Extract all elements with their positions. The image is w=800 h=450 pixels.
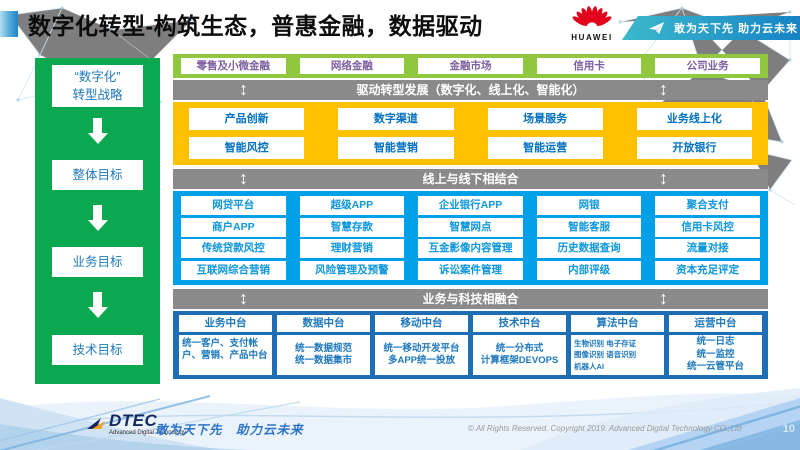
divider-text: 业务与科技相融合 xyxy=(422,292,519,306)
platform-body: 统一分布式 计算框架DEVOPS xyxy=(473,335,566,375)
strategy-sidebar: “数字化” 转型战略 整体目标 业务目标 技术目标 xyxy=(35,58,160,384)
capability-box: 智慧存款 xyxy=(299,217,405,237)
page-number: 10 xyxy=(782,423,795,435)
platform-section: 业务中台 统一客户、支付帐户、营销、产品中台 数据中台 统一数据规范 统一数据集… xyxy=(173,311,768,379)
capability-box: 网贷平台 xyxy=(181,196,286,215)
transform-box: 业务线上化 xyxy=(636,108,752,130)
capability-box: 风险管理及预警 xyxy=(299,260,405,280)
platform-column-algorithm: 算法中台 生物识别 电子存证 图像识别 语音识别 机器人AI xyxy=(571,315,664,375)
platform-title: 算法中台 xyxy=(571,315,664,332)
capability-box: 诉讼案件管理 xyxy=(418,260,523,280)
divider-text: 驱动转型发展（数字化、线上化、智能化） xyxy=(356,83,585,97)
capability-row: 商户APP 智慧存款 智慧网点 智能客服 信用卡风控 xyxy=(181,217,760,237)
up-down-arrow-icon xyxy=(239,166,248,190)
transform-box: 数字渠道 xyxy=(338,108,454,130)
platform-column-mobile: 移动中台 统一移动开发平台 多APP统一投放 xyxy=(375,315,468,375)
capability-box: 智慧网点 xyxy=(418,217,523,237)
sidebar-item-strategy: “数字化” 转型战略 xyxy=(52,65,143,107)
footer-slogan: 敢为天下先 助力云未来 xyxy=(155,423,304,437)
platform-title: 运营中台 xyxy=(669,315,762,332)
platform-column-business: 业务中台 统一客户、支付帐户、营销、产品中台 xyxy=(179,315,272,375)
business-line-box: 金融市场 xyxy=(418,58,523,74)
business-line-box: 网络金融 xyxy=(299,58,405,74)
slogan-banner: 敢为天下先 助力云未来 xyxy=(622,16,800,40)
up-down-arrow-icon xyxy=(239,77,248,101)
platform-body: 统一日志 统一监控 统一云管平台 xyxy=(669,335,762,375)
page-title: 数字化转型-构筑生态，普惠金融，数据驱动 xyxy=(28,13,483,39)
down-arrow-icon xyxy=(87,118,108,144)
capability-box: 互金影像内容管理 xyxy=(418,239,523,259)
capability-box: 商户APP xyxy=(181,217,286,237)
platform-column-tech: 技术中台 统一分布式 计算框架DEVOPS xyxy=(473,315,566,375)
capability-box: 理财营销 xyxy=(299,239,405,259)
capability-box: 网银 xyxy=(536,196,642,215)
capability-box: 资本充足评定 xyxy=(655,260,760,280)
platform-body: 统一数据规范 统一数据集市 xyxy=(277,335,370,375)
capability-box: 历史数据查询 xyxy=(536,239,642,259)
platform-title: 技术中台 xyxy=(473,315,566,332)
transform-box: 智能风控 xyxy=(189,137,305,159)
capability-row: 互联网综合营销 风险管理及预警 诉讼案件管理 内部评级 资本充足评定 xyxy=(181,260,760,280)
capability-box: 聚合支付 xyxy=(655,196,760,215)
divider-text: 线上与线下相结合 xyxy=(422,172,519,186)
business-line-box: 零售及小微金融 xyxy=(181,58,286,74)
divider-business-tech: 业务与科技相融合 xyxy=(173,289,768,309)
dtec-wordmark: DTEC xyxy=(109,411,158,430)
business-lines-row: 零售及小微金融 网络金融 金融市场 信用卡 公司业务 xyxy=(173,54,768,78)
capability-row: 网贷平台 超级APP 企业银行APP 网银 聚合支付 xyxy=(181,196,760,215)
title-accent-tab xyxy=(0,11,18,37)
huawei-logo: HUAWEI xyxy=(561,3,623,42)
platform-column-data: 数据中台 统一数据规范 统一数据集市 xyxy=(277,315,370,375)
business-line-box: 公司业务 xyxy=(655,58,760,74)
up-down-arrow-icon xyxy=(239,286,248,310)
sidebar-item-tech-goal: 技术目标 xyxy=(52,335,143,365)
platform-title: 数据中台 xyxy=(277,315,370,332)
transform-row: 智能风控 智能营销 智能运营 开放银行 xyxy=(189,137,752,159)
capability-section: 网贷平台 超级APP 企业银行APP 网银 聚合支付 商户APP 智慧存款 智慧… xyxy=(173,191,768,285)
platform-body: 生物识别 电子存证 图像识别 语音识别 机器人AI xyxy=(571,335,664,375)
transform-row: 产品创新 数字渠道 场景服务 业务线上化 xyxy=(189,108,752,130)
down-arrow-icon xyxy=(87,292,108,318)
capability-box: 智能客服 xyxy=(536,217,642,237)
paper-plane-icon xyxy=(648,22,665,34)
capability-box: 传统贷款风控 xyxy=(181,239,286,259)
copyright-text: © All Rights Reserved. Copyright 2019. A… xyxy=(468,424,742,433)
capability-box: 企业银行APP xyxy=(418,196,523,215)
banner-slogan-text: 敢为天下先 助力云未来 xyxy=(674,23,799,35)
dtec-logo: DTEC Advanced Digital Technology xyxy=(86,412,186,436)
capability-row: 传统贷款风控 理财营销 互金影像内容管理 历史数据查询 流量对接 xyxy=(181,239,760,259)
dtec-arrow-icon xyxy=(87,418,105,429)
capability-box: 互联网综合营销 xyxy=(181,260,286,280)
sidebar-item-overall-goal: 整体目标 xyxy=(52,160,143,190)
transform-box: 智能营销 xyxy=(338,137,454,159)
platform-body: 统一客户、支付帐户、营销、产品中台 xyxy=(179,335,272,375)
huawei-wordmark: HUAWEI xyxy=(571,33,613,42)
transform-box: 场景服务 xyxy=(487,108,603,130)
capability-box: 信用卡风控 xyxy=(655,217,760,237)
down-arrow-icon xyxy=(87,205,108,231)
divider-drive-transformation: 驱动转型发展（数字化、线上化、智能化） xyxy=(173,80,768,100)
capability-box: 内部评级 xyxy=(536,260,642,280)
sidebar-item-business-goal: 业务目标 xyxy=(52,247,143,277)
platform-title: 移动中台 xyxy=(375,315,468,332)
platform-body: 统一移动开发平台 多APP统一投放 xyxy=(375,335,468,375)
transform-box: 智能运营 xyxy=(487,137,603,159)
up-down-arrow-icon xyxy=(659,77,668,101)
up-down-arrow-icon xyxy=(659,286,668,310)
up-down-arrow-icon xyxy=(659,166,668,190)
business-line-box: 信用卡 xyxy=(536,58,642,74)
capability-box: 超级APP xyxy=(299,196,405,215)
transform-box: 产品创新 xyxy=(189,108,305,130)
dtec-subtext: Advanced Digital Technology xyxy=(109,430,186,436)
platform-column-operation: 运营中台 统一日志 统一监控 统一云管平台 xyxy=(669,315,762,375)
capability-box: 流量对接 xyxy=(655,239,760,259)
digital-transform-section: 产品创新 数字渠道 场景服务 业务线上化 智能风控 智能营销 智能运营 开放银行 xyxy=(173,102,768,165)
transform-box: 开放银行 xyxy=(636,137,752,159)
divider-online-offline: 线上与线下相结合 xyxy=(173,169,768,189)
huawei-flower-icon xyxy=(572,6,612,26)
platform-title: 业务中台 xyxy=(179,315,272,332)
